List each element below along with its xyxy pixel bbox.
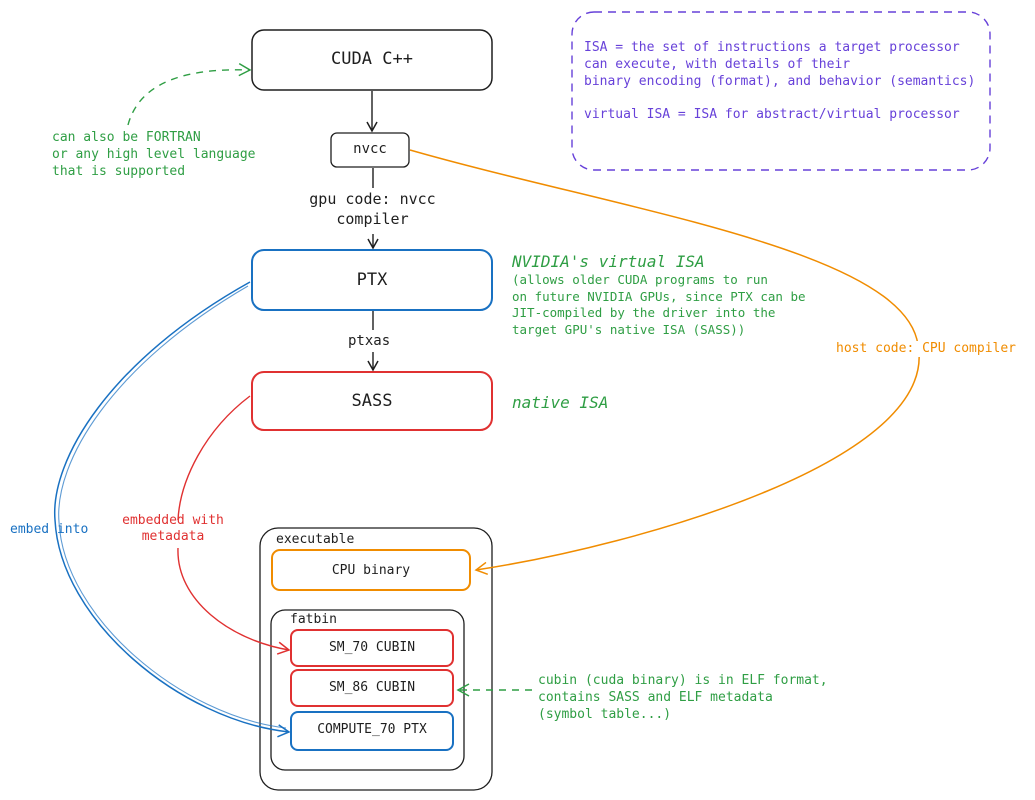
compute70-ptx-box	[290, 711, 454, 751]
embedded-with-label: embedded with metadata	[112, 513, 234, 546]
nvcc-box	[330, 132, 410, 168]
arrow-ptx-embed-sketch	[58, 285, 287, 729]
fortran-line-1: can also be FORTRAN	[52, 130, 201, 145]
isa-def-line-4	[584, 91, 975, 107]
virtual-isa-line-4: target GPU's native ISA (SASS))	[512, 321, 746, 337]
ptx-box-label: PTX	[356, 270, 388, 290]
compute70-ptx-label: COMPUTE_70 PTX	[317, 722, 427, 737]
isa-definition-text: ISA = the set of instructions a target p…	[584, 40, 975, 124]
cubin-note-line-2: contains SASS and ELF metadata	[538, 690, 773, 706]
isa-def-line-3: binary encoding (format), and behavior (…	[584, 73, 976, 89]
fortran-note: can also be FORTRAN or any high level la…	[52, 130, 256, 181]
executable-label: executable	[276, 532, 355, 547]
cpu-binary-box	[271, 549, 471, 591]
cuda-box-label: CUDA C++	[331, 49, 413, 69]
arrow-fortran-to-cuda	[127, 62, 252, 126]
sm70-cubin-label: SM_70 CUBIN	[328, 640, 416, 655]
arrow-host-code	[409, 149, 920, 575]
virtual-isa-line-2: on future NVIDIA GPUs, since PTX can be	[512, 288, 806, 304]
sm86-cubin-label: SM_86 CUBIN	[328, 680, 416, 695]
virtual-isa-line-1: (allows older CUDA programs to run	[512, 272, 768, 287]
fortran-line-2: or any high level language	[52, 146, 256, 162]
gpu-code-line-1: gpu code: nvcc	[309, 190, 436, 208]
sass-box-label: SASS	[351, 391, 393, 411]
fatbin-label: fatbin	[290, 612, 337, 627]
nvcc-box-label: nvcc	[353, 141, 387, 157]
sm86-cubin-box	[290, 669, 454, 707]
ptxas-label: ptxas	[348, 333, 391, 349]
embedded-with-line-1: embedded with	[122, 513, 224, 528]
virtual-isa-desc: (allows older CUDA programs to run on fu…	[512, 272, 806, 338]
isa-def-line-1: ISA = the set of instructions a target p…	[584, 40, 960, 55]
gpu-code-line-2: compiler	[336, 209, 409, 228]
cubin-note: cubin (cuda binary) is in ELF format, co…	[538, 672, 828, 723]
embedded-with-line-2: metadata	[141, 529, 205, 545]
virtual-isa-title: NVIDIA's virtual ISA	[512, 252, 705, 271]
isa-definition-box	[571, 11, 991, 171]
cpu-binary-label: CPU binary	[331, 563, 411, 578]
gpu-code-label: gpu code: nvcc compiler	[300, 190, 445, 229]
cubin-note-line-1: cubin (cuda binary) is in ELF format,	[538, 673, 828, 688]
embed-into-label: embed into	[10, 522, 89, 537]
cubin-note-line-3: (symbol table...)	[538, 707, 672, 723]
virtual-isa-line-3: JIT-compiled by the driver into the	[512, 305, 776, 320]
cuda-box	[251, 29, 493, 91]
arrow-sass-embedded	[177, 395, 289, 650]
host-code-label: host code: CPU compiler	[836, 341, 1017, 358]
executable-box	[259, 527, 493, 791]
arrow-ptx-embed	[54, 281, 291, 738]
isa-def-line-5: virtual ISA = ISA for abstract/virtual p…	[584, 106, 960, 122]
native-isa-label: native ISA	[512, 393, 609, 412]
fortran-line-3: that is supported	[52, 163, 186, 179]
isa-def-line-2: can execute, with details of their	[584, 56, 851, 72]
